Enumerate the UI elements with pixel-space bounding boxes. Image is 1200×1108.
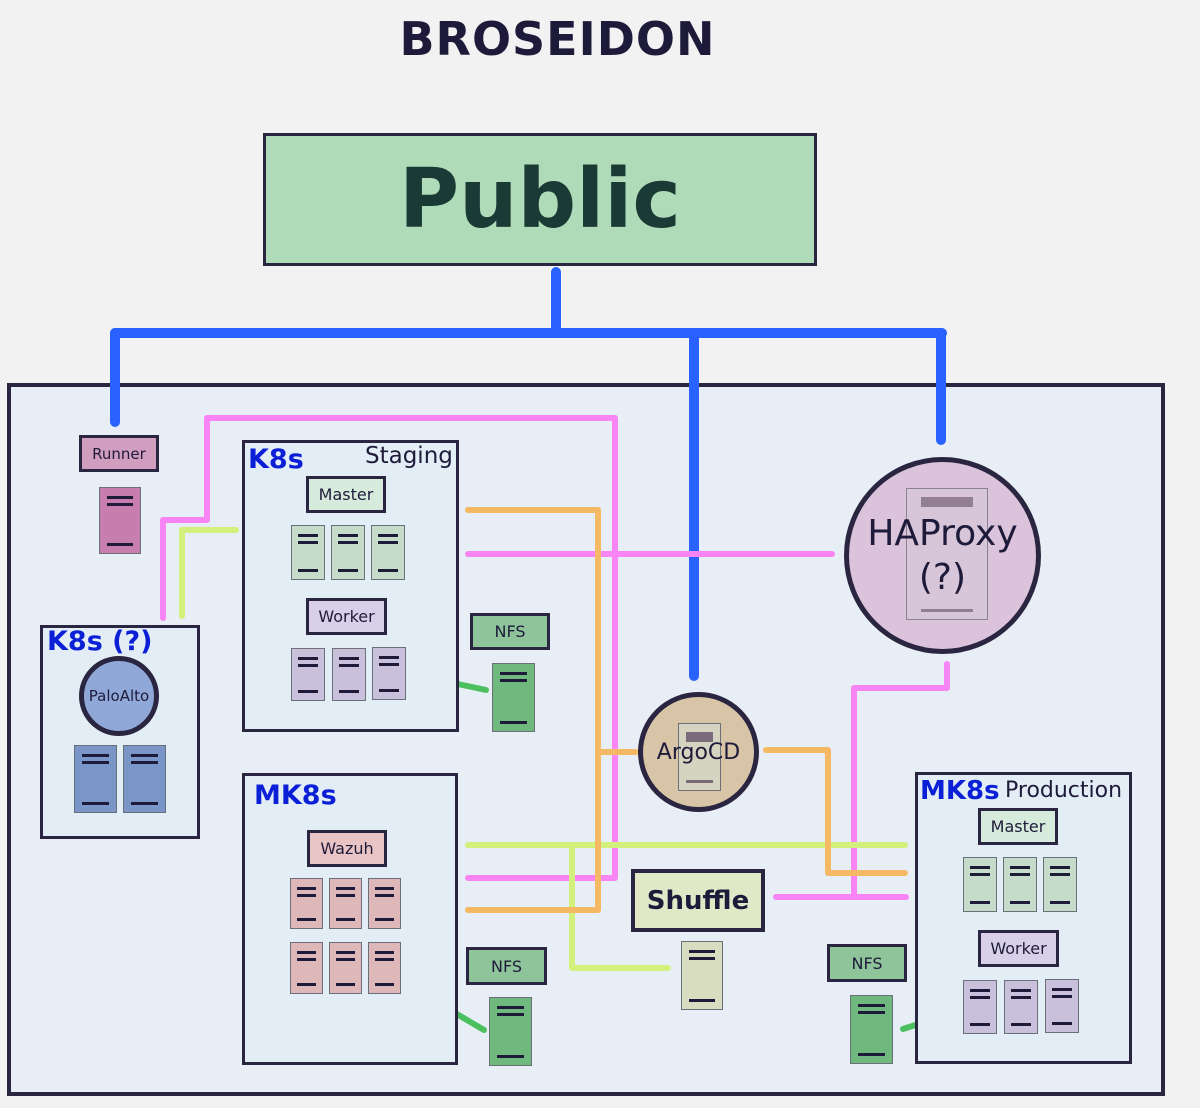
server-icon	[290, 942, 323, 994]
haproxy-node: HAProxy (?)	[844, 457, 1041, 654]
pink-link-1	[160, 415, 618, 881]
production-nfs-label: NFS	[827, 944, 907, 982]
mk8s-nfs-label: NFS	[466, 947, 547, 985]
diagram-title: BROSEIDON	[399, 12, 716, 66]
paloalto-label: PaloAlto	[88, 687, 150, 705]
staging-nfs-label: NFS	[470, 613, 550, 650]
pink-link-3	[851, 661, 950, 900]
server-icon	[963, 857, 997, 912]
orange-links	[465, 507, 908, 913]
server-icon	[1004, 980, 1038, 1034]
mk8s-production-title: MK8s	[920, 776, 1000, 806]
argocd-server-icon	[678, 723, 721, 791]
server-icon	[290, 878, 323, 929]
server-icon	[123, 745, 166, 813]
k8s-staging-title: K8s	[248, 444, 304, 475]
staging-env-label: Staging	[365, 443, 453, 469]
orange-link-3	[763, 747, 908, 876]
server-icon	[332, 648, 366, 701]
public-network-box: Public	[263, 133, 817, 266]
runner-server-icon	[99, 487, 141, 554]
lime-link-3	[569, 845, 671, 971]
server-icon	[329, 942, 362, 994]
lime-links	[179, 527, 908, 971]
server-icon	[368, 878, 401, 929]
public-links	[110, 267, 947, 681]
shuffle-server-icon	[681, 941, 723, 1010]
runner-label: Runner	[79, 435, 159, 472]
server-icon	[331, 525, 365, 580]
server-icon	[1003, 857, 1037, 912]
paloalto-firewall: PaloAlto	[79, 656, 159, 736]
staging-master-label: Master	[306, 476, 386, 513]
wazuh-label: Wazuh	[307, 830, 387, 867]
server-icon	[1043, 857, 1077, 912]
server-icon	[291, 648, 325, 701]
server-icon	[291, 525, 325, 580]
staging-worker-label: Worker	[306, 598, 387, 635]
haproxy-label: HAProxy	[867, 512, 1018, 554]
server-icon	[372, 647, 406, 700]
haproxy-note: (?)	[918, 556, 967, 598]
server-icon	[368, 942, 401, 994]
server-icon	[963, 980, 997, 1034]
pink-links	[160, 415, 950, 900]
k8s-unknown-title: K8s (?)	[47, 626, 153, 657]
lime-link-1	[179, 527, 239, 619]
server-icon	[329, 878, 362, 929]
orange-link-1	[465, 507, 601, 913]
server-icon	[371, 525, 405, 580]
haproxy-server-icon	[906, 488, 988, 620]
argocd-label: ArgoCD	[656, 739, 741, 765]
mk8s-nfs-server-icon	[489, 997, 532, 1066]
argocd-node: ArgoCD	[638, 692, 759, 812]
staging-nfs-server-icon	[492, 663, 535, 732]
server-icon	[1045, 979, 1079, 1033]
production-env-label: Production	[1005, 778, 1123, 803]
production-master-label: Master	[978, 808, 1058, 845]
production-nfs-server-icon	[850, 995, 893, 1064]
shuffle-label: Shuffle	[631, 869, 765, 932]
production-worker-label: Worker	[978, 930, 1059, 967]
mk8s-title: MK8s	[254, 780, 337, 811]
server-icon	[74, 745, 117, 813]
